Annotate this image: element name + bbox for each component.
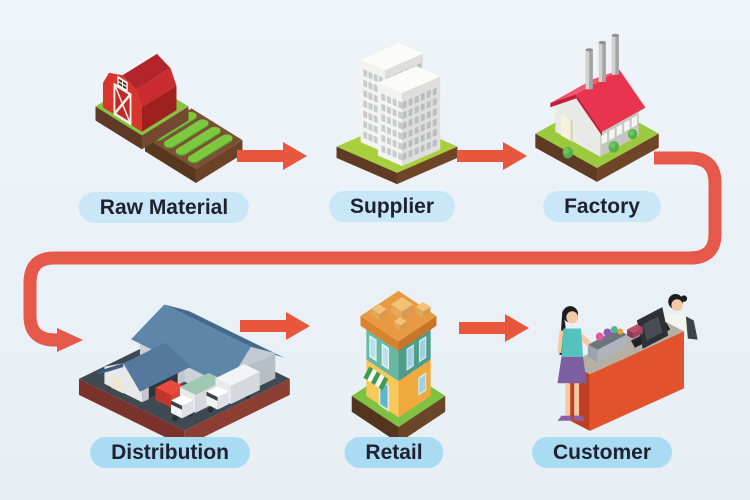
stage-label-customer: Customer — [531, 437, 673, 468]
awning — [363, 366, 389, 391]
stage-label-supplier: Supplier — [328, 191, 456, 222]
arrow-distribution-to-retail — [240, 312, 310, 340]
checkout-counter-icon — [557, 294, 698, 431]
warehouse-trucks-icon — [78, 304, 290, 447]
barn — [102, 53, 177, 132]
cash-register — [631, 307, 671, 349]
office-building-icon — [336, 43, 458, 185]
stage-label-factory: Factory — [543, 191, 661, 222]
factory-building-icon — [535, 33, 659, 182]
bushes — [562, 128, 638, 159]
chimneys — [585, 33, 619, 90]
factory-building — [550, 33, 646, 159]
retail-store-icon — [351, 290, 446, 443]
roof — [360, 290, 437, 351]
barn-farm-icon — [95, 53, 243, 183]
stage-label-retail: Retail — [344, 437, 444, 468]
stage-label-raw-material: Raw Material — [78, 192, 250, 223]
arrow-retail-to-customer — [459, 314, 529, 342]
arrow-supplier-to-factory — [457, 142, 527, 170]
customer-figure — [557, 306, 591, 421]
truck-white — [206, 364, 260, 413]
card-reader — [627, 324, 643, 339]
arrowhead-icon — [57, 328, 83, 352]
arrow-raw-material-to-supplier — [237, 142, 307, 170]
building-tower-front — [377, 66, 441, 167]
shopping-basket — [587, 325, 628, 362]
store-building — [360, 290, 437, 418]
stage-label-distribution: Distribution — [90, 437, 250, 468]
